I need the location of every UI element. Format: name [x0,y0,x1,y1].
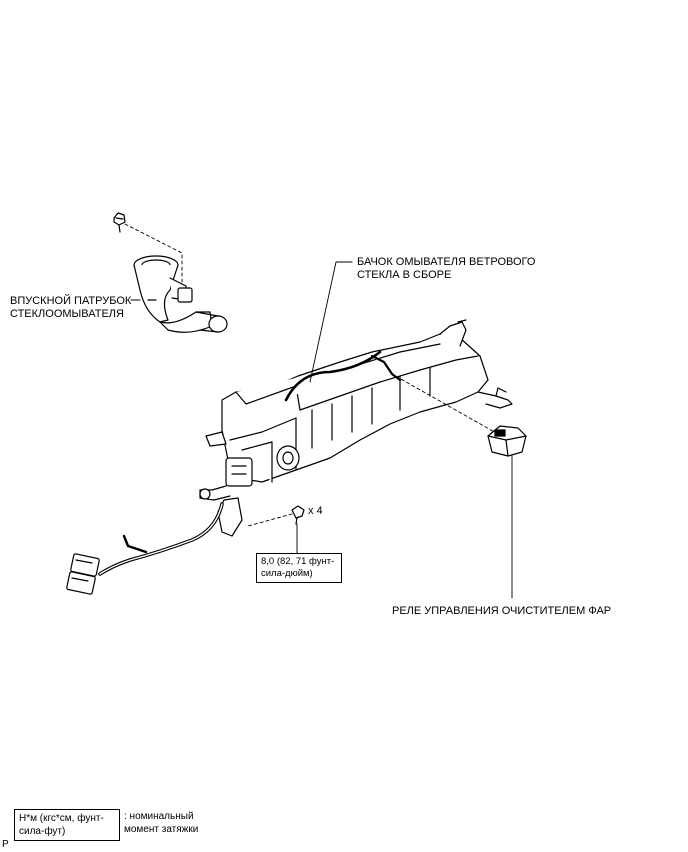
legend-unit-box: Н*м (кгс*см, фунт- сила-фут) [14,809,120,841]
legend-desc: : номинальный момент затяжки [124,810,198,836]
relay-label: РЕЛЕ УПРАВЛЕНИЯ ОЧИСТИТЕЛЕМ ФАР [392,605,612,617]
torque-spec-box: 8,0 (82, 71 фунт- сила-дюйм) [256,553,342,583]
legend-unit-line2: сила-фут) [19,826,66,837]
inlet-screw [113,212,126,233]
bolt-count: x 4 [308,505,323,517]
tank-label-line2: СТЕКЛА В СБОРЕ [357,269,452,281]
wire-harness [98,502,224,576]
legend-desc-line1: : номинальный [124,811,194,822]
harness-connector [66,553,100,595]
legend-desc-line2: момент затяжки [124,824,199,835]
washer-inlet-pipe [133,255,228,333]
torque-spec-line2: сила-дюйм) [261,568,313,579]
torque-spec-line1: 8,0 (82, 71 фунт- [261,556,335,567]
tank-label-line1: БАЧОК ОМЫВАТЕЛЯ ВЕТРОВОГО [357,256,536,268]
inlet-label-line2: СТЕКЛООМЫВАТЕЛЯ [10,308,124,320]
headlight-cleaner-relay [487,425,527,457]
corner-mark: P [2,839,9,850]
washer-tank-assembly [199,319,513,537]
inlet-label-line1: ВПУСКНОЙ ПАТРУБОК [10,295,132,307]
legend-unit-line1: Н*м (кгс*см, фунт- [19,813,104,824]
tank-bolt [291,505,305,525]
